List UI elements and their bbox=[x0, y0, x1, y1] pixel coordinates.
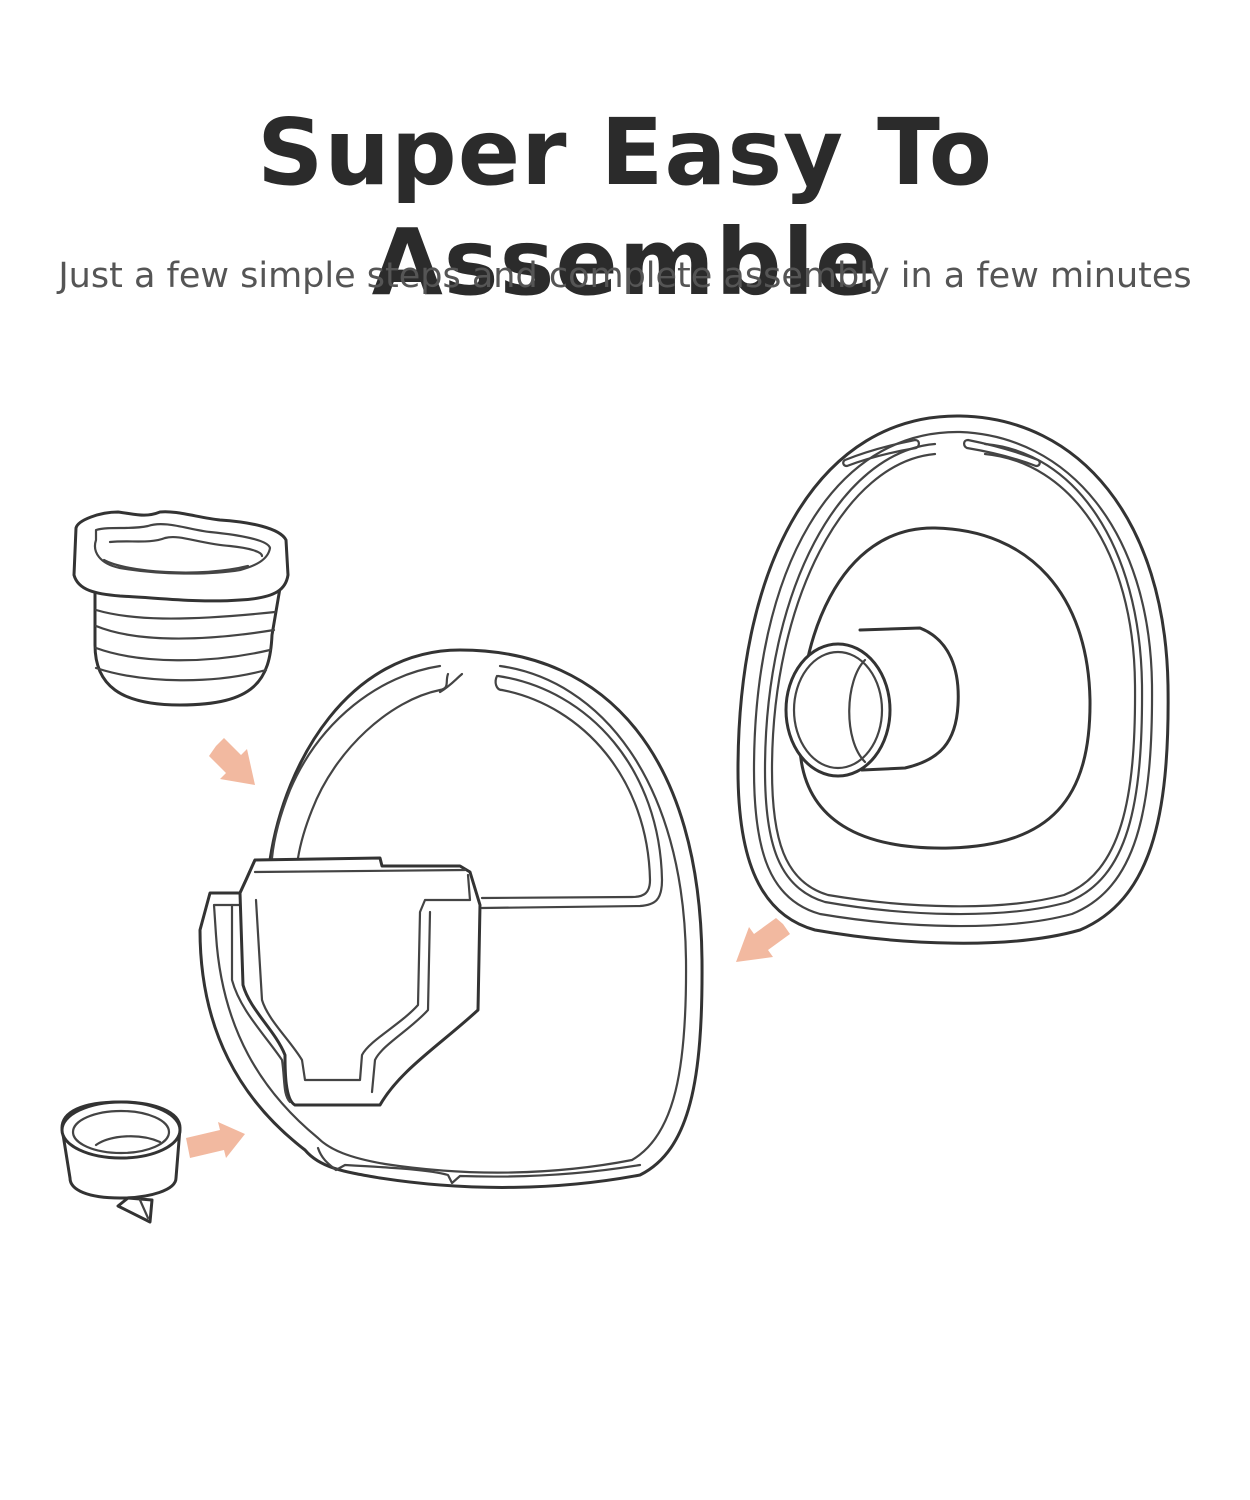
page-title: Super Easy To Assemble bbox=[257, 99, 993, 316]
arrow-valve-to-housing bbox=[186, 1122, 245, 1158]
arrow-connector-to-housing bbox=[209, 738, 255, 785]
breast-shield-part bbox=[736, 414, 1170, 945]
page-subtitle: Just a few simple steps and complete ass… bbox=[58, 256, 1192, 296]
arrow-shield-to-housing bbox=[736, 918, 790, 962]
main-housing-part bbox=[198, 648, 704, 1189]
valve-part bbox=[60, 1100, 182, 1224]
top-connector-part bbox=[72, 510, 290, 707]
